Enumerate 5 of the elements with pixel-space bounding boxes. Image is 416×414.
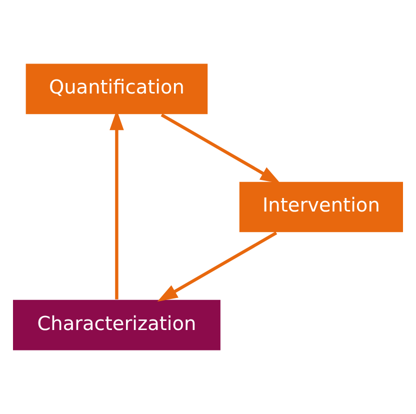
node-box: Quantification bbox=[24, 62, 209, 116]
node-box: Intervention bbox=[238, 180, 404, 234]
arrow bbox=[160, 113, 281, 184]
arrow bbox=[157, 232, 278, 302]
node-box: Characterization bbox=[12, 298, 222, 352]
